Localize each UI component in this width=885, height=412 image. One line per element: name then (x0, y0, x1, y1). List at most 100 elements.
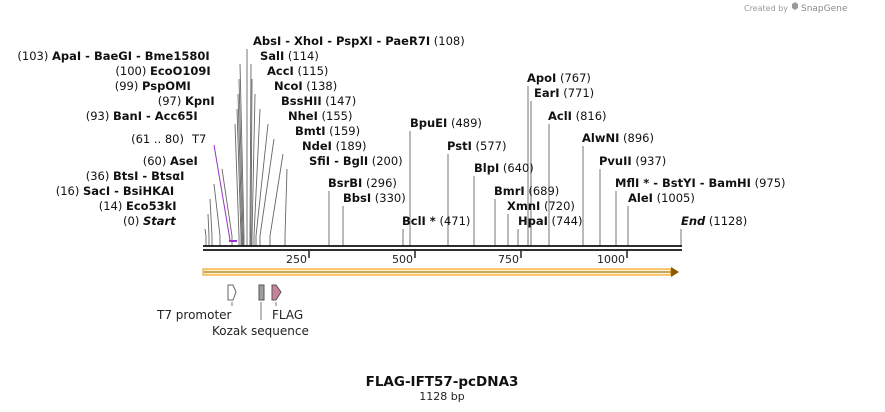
enzyme-name: - BaeGI (81, 49, 132, 63)
site-label[interactable]: MflI * - BstYI - BamHI (975) (615, 176, 786, 190)
site-label[interactable]: HpaI (744) (518, 214, 583, 228)
site-label[interactable]: BpuEI (489) (410, 116, 482, 130)
site-label[interactable]: (93) BanI - Acc65I (86, 109, 198, 123)
site-position: (60) (143, 154, 170, 168)
kozak-sequence-label: Kozak sequence (212, 324, 309, 338)
site-position: (471) (436, 214, 471, 228)
site-position: (97) (158, 94, 185, 108)
enzyme-name: SacI (83, 184, 110, 198)
orf-arrow[interactable] (202, 267, 679, 277)
site-label[interactable]: PstI (577) (447, 139, 506, 153)
site-label[interactable]: NcoI (138) (274, 79, 337, 93)
site-label[interactable]: BmtI (159) (295, 124, 360, 138)
site-label[interactable]: (14) Eco53kI (99, 199, 177, 213)
site-position: (147) (322, 94, 357, 108)
site-label[interactable]: (36) BtsI - BtsαI (86, 169, 185, 183)
tick-label-750: 750 (498, 253, 519, 266)
flag-feature[interactable] (271, 284, 282, 306)
enzyme-name: - BsiHKAI (110, 184, 174, 198)
site-label[interactable]: (0) Start (123, 214, 176, 228)
site-label[interactable]: (60) AseI (143, 154, 198, 168)
site-position: (720) (540, 199, 575, 213)
site-label[interactable]: NheI (155) (288, 109, 352, 123)
restriction-site-labels: (103) ApaI - BaeGI - Bme1580I(100) EcoO1… (17, 34, 785, 228)
site-leader (255, 123, 269, 246)
site-position: (744) (548, 214, 583, 228)
site-position: (200) (368, 154, 403, 168)
credit-prefix: Created by (744, 4, 788, 13)
flag-label: FLAG (272, 308, 303, 322)
enzyme-name: NdeI (302, 139, 332, 153)
enzyme-name: PspOMI (142, 79, 191, 93)
site-label[interactable]: BssHII (147) (281, 94, 356, 108)
site-label[interactable]: BbsI (330) (343, 191, 406, 205)
site-label[interactable]: EarI (771) (534, 86, 594, 100)
enzyme-name: - Bme1580I (132, 49, 210, 63)
tick-label-500: 500 (392, 253, 413, 266)
enzyme-name: - BamHI (696, 176, 751, 190)
site-position: (1128) (705, 214, 747, 228)
site-label[interactable]: AclI (816) (548, 109, 607, 123)
site-label[interactable]: SalI (114) (260, 49, 319, 63)
t7-primer[interactable] (213, 144, 237, 242)
enzyme-name: AccI (267, 64, 294, 78)
enzyme-name: AclI (548, 109, 572, 123)
enzyme-name: HpaI (518, 214, 548, 228)
site-leader (236, 108, 242, 246)
site-label[interactable]: SfiI - BglI (200) (309, 154, 403, 168)
site-position: (108) (430, 34, 465, 48)
enzyme-name: BmrI (494, 184, 525, 198)
site-label[interactable]: XmnI (720) (507, 199, 575, 213)
site-label[interactable]: (99) PspOMI (115, 79, 191, 93)
site-leader (253, 108, 261, 246)
site-leader (207, 213, 210, 246)
enzyme-name: BpuEI (410, 116, 447, 130)
site-label[interactable]: (100) EcoO109I (115, 64, 210, 78)
site-label[interactable]: (97) KpnI (158, 94, 215, 108)
enzyme-name: BlpI (474, 161, 499, 175)
site-position: (155) (318, 109, 353, 123)
site-leader (259, 138, 275, 246)
t7-promoter-feature[interactable] (227, 284, 237, 306)
site-label[interactable]: (16) SacI - BsiHKAI (56, 184, 174, 198)
site-label[interactable]: PvuII (937) (599, 154, 666, 168)
enzyme-name: AleI (628, 191, 653, 205)
enzyme-name: AseI (170, 154, 198, 168)
kozak-feature[interactable] (258, 284, 265, 320)
site-label[interactable]: BsrBI (296) (328, 176, 397, 190)
site-label[interactable]: AbsI - XhoI - PspXI - PaeR7I (108) (253, 34, 465, 48)
enzyme-name: EarI (534, 86, 560, 100)
site-label[interactable]: AccI (115) (267, 64, 328, 78)
site-label[interactable]: BclI * (471) (402, 214, 470, 228)
site-label[interactable]: ApoI (767) (527, 71, 591, 85)
enzyme-name: PvuII (599, 154, 632, 168)
enzyme-name: SalI (260, 49, 284, 63)
site-position: (937) (632, 154, 667, 168)
site-label[interactable]: AlwNI (896) (582, 131, 654, 145)
site-label[interactable]: BlpI (640) (474, 161, 534, 175)
site-label[interactable]: BmrI (689) (494, 184, 559, 198)
enzyme-name: AbsI (253, 34, 281, 48)
site-label[interactable]: NdeI (189) (302, 139, 367, 153)
enzyme-name: BanI (113, 109, 142, 123)
enzyme-name: MflI * (615, 176, 649, 190)
site-label[interactable]: (103) ApaI - BaeGI - Bme1580I (17, 49, 209, 63)
site-position: (489) (447, 116, 482, 130)
site-leader (239, 63, 245, 246)
site-position: (771) (560, 86, 595, 100)
site-label[interactable]: End (1128) (681, 214, 747, 228)
site-position: (0) (123, 214, 143, 228)
site-position: (189) (332, 139, 367, 153)
enzyme-name: - Acc65I (142, 109, 198, 123)
site-position: (16) (56, 184, 83, 198)
primer-name: T7 (191, 132, 206, 146)
site-leader (237, 93, 243, 246)
site-position: (100) (115, 64, 150, 78)
snapgene-logo-icon (792, 2, 798, 10)
site-position: (103) (17, 49, 52, 63)
enzyme-name: - XhoI (281, 34, 323, 48)
site-label[interactable]: AleI (1005) (628, 191, 695, 205)
site-position: (1005) (653, 191, 695, 205)
